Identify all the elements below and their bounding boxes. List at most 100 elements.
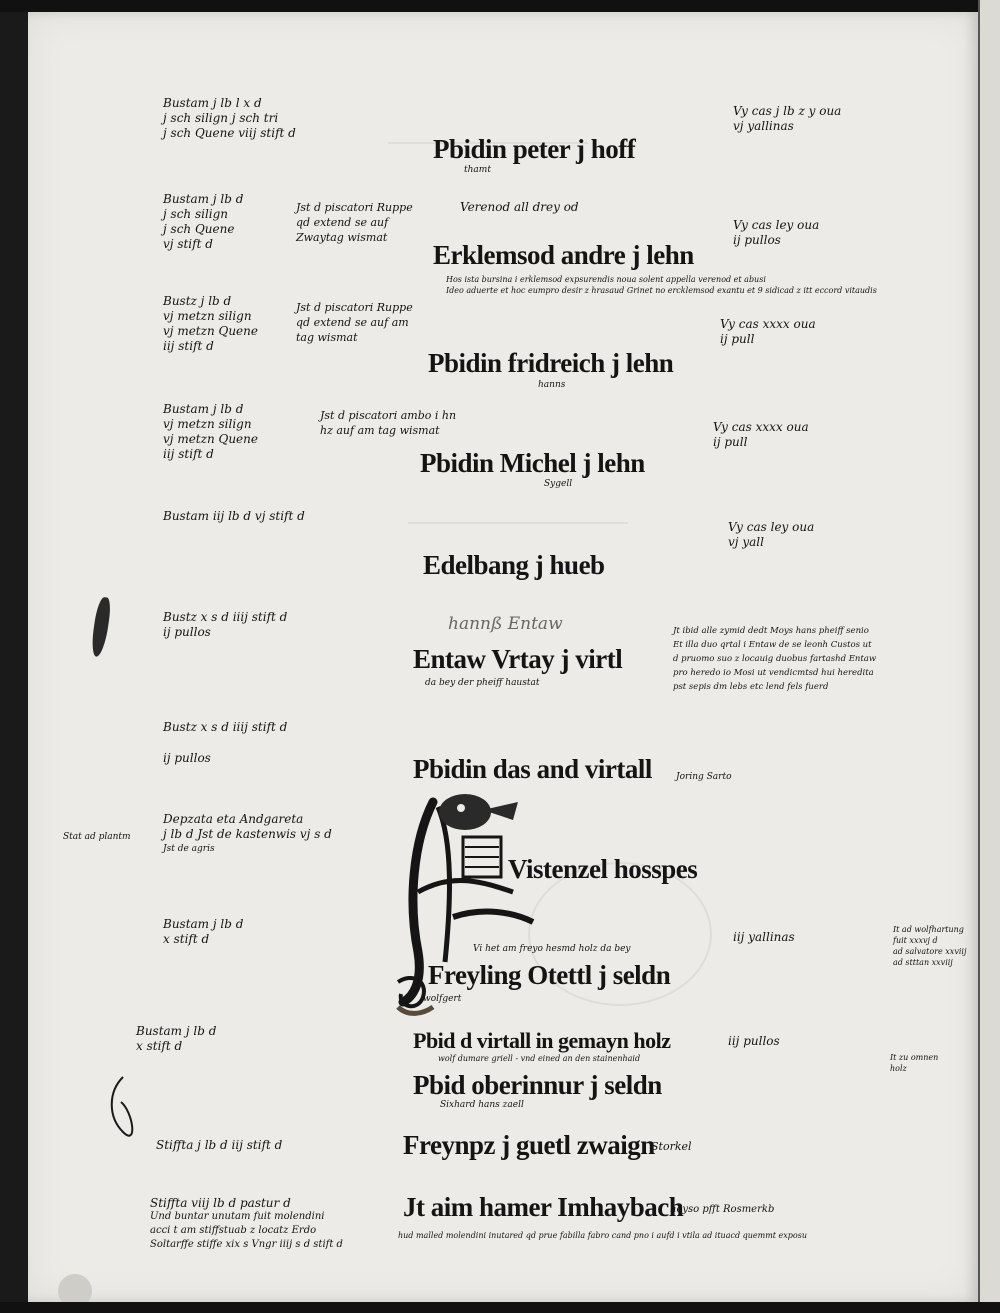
entry-13-left-notes: Stiffta viij lb d pastur d Und buntar un… — [150, 1196, 343, 1252]
entry-7-left-notes: Bustz x s d iiij stift d ij pullos — [163, 720, 287, 766]
entry-6-left-notes: Bustz x s d iiij stift d ij pullos — [163, 610, 287, 640]
entry-12-name: Freynpz j guetl zwaign — [403, 1130, 655, 1160]
note-line: Jst de agris — [163, 844, 215, 854]
entry-4-name: Pbidin Michel j lehn — [420, 448, 645, 478]
note-line: Vy cas ley oua — [728, 520, 815, 534]
entry-8-name: Vistenzel hosspes — [508, 854, 698, 884]
entry-3-right-notes: Vy cas xxxx oua ij pull — [720, 317, 816, 347]
note-line: iij pullos — [728, 1034, 780, 1048]
note-line: x stift d — [136, 1039, 183, 1053]
entry-1-subname: thamt — [464, 165, 491, 175]
entry-7-tail-note: Joring Sarto — [676, 772, 732, 782]
note-line: tag wismat — [296, 331, 358, 344]
scan-top-border — [0, 0, 1000, 12]
entry-5-right-notes: Vy cas ley oua vj yall — [728, 520, 814, 550]
entry-4-right-notes: Vy cas xxxx oua ij pull — [713, 420, 809, 450]
note-line: Bustam j lb l x d — [163, 96, 262, 110]
entry-7-name: Pbidin das and virtall — [413, 754, 652, 784]
entry-3-name: Pbidin fridreich j lehn — [428, 348, 674, 378]
note-line: pst sepis dm lebs etc lend fels fuerd — [673, 682, 829, 692]
note-line: hz auf am tag wismat — [320, 424, 440, 437]
entry-2-middle-notes: Jst d piscatori Ruppe qd extend se auf Z… — [296, 200, 413, 245]
entry-9-far-right-notes: It ad wolfhartung fuit xxxvj d ad salvat… — [893, 924, 966, 968]
note-line: ij pullos — [163, 751, 211, 765]
note-line: Bustam j lb d — [163, 917, 244, 931]
note-line: vj metzn Quene — [163, 432, 258, 446]
entry-2-left-notes: Bustam j lb d j sch silign j sch Quene v… — [163, 192, 243, 252]
note-line: Bustam j lb d — [163, 402, 244, 416]
note-line: Bustz x s d iiij stift d — [163, 610, 288, 624]
entry-2-right-notes: Vy cas ley oua ij pullos — [733, 218, 819, 248]
note-line: pro heredo io Mosi ut vendicmtsd hui her… — [673, 668, 874, 678]
note-line: ad salvatore xxviij — [893, 947, 967, 956]
note-line: j lb d Jst de kastenwis vj s d — [163, 827, 332, 841]
note-line: ij pullos — [733, 233, 781, 247]
entry-5-name: Edelbang j hueb — [423, 550, 605, 580]
decorated-initial — [393, 782, 543, 1026]
entry-2-name: Erklemsod andre j lehn — [433, 240, 694, 270]
ink-stain — [89, 596, 113, 658]
entry-9-name: Freyling Otettl j seldn — [428, 960, 671, 990]
note-line: vj yallinas — [733, 119, 794, 133]
note-line: x stift d — [163, 932, 210, 946]
note-line: Vy cas xxxx oua — [713, 420, 809, 434]
note-line: fuit xxxvj d — [893, 936, 938, 945]
note-line: vj metzn silign — [163, 417, 252, 431]
note-line: vj metzn Quene — [163, 324, 258, 338]
note-line: It zu omnen — [890, 1053, 939, 1062]
entry-8-left-notes: Depzata eta Andgareta j lb d Jst de kast… — [163, 812, 332, 857]
entry-3-left-notes: Bustz j lb d vj metzn silign vj metzn Qu… — [163, 294, 258, 354]
entry-2-above-note: Verenod all drey od — [460, 200, 579, 214]
entry-10-name: Pbid d virtall in gemayn holz — [413, 1028, 671, 1053]
entry-10-right-notes: iij pullos — [728, 1034, 780, 1049]
entry-9-above-note: Vi het am freyo hesmd holz da bey — [473, 944, 631, 954]
note-line: Vy cas ley oua — [733, 218, 820, 232]
bleed-through-mark — [388, 112, 588, 144]
note-line: iij yallinas — [733, 930, 795, 944]
note-line: vj yall — [728, 535, 764, 549]
note-line: Vy cas xxxx oua — [720, 317, 816, 331]
note-line: Vy cas j lb z y oua — [733, 104, 842, 118]
entry-6-subname: da bey der pheiff haustat — [425, 678, 540, 688]
note-line: ij pull — [713, 435, 748, 449]
note-line: Bustam j lb d — [136, 1024, 217, 1038]
note-line: Jst d piscatori Ruppe — [296, 201, 413, 214]
entry-1-left-notes: Bustam j lb l x d j sch silign j sch tri… — [163, 96, 296, 141]
note-line: iij stift d — [163, 447, 214, 461]
note-line: Ideo aduerte et hoc eumpro desir z hrasa… — [446, 286, 877, 295]
entry-1-right-notes: Vy cas j lb z y oua vj yallinas — [733, 104, 841, 134]
note-line: j sch Quene viij stift d — [163, 126, 296, 140]
note-line: Jst d piscatori ambo i hn — [320, 409, 457, 422]
entry-6-above-note: hannß Entaw — [448, 614, 563, 634]
entry-10-subname: wolf dumare griell - vnd eined an den st… — [438, 1054, 641, 1063]
entry-12-tail-note: Storkel — [651, 1140, 692, 1153]
note-line: vj stift d — [163, 237, 213, 251]
entry-2-under-notes: Hos ista bursina i erklemsod expsurendis… — [446, 274, 877, 296]
entry-9-subname: wolfgert — [423, 994, 462, 1004]
note-line: Jt ibid alle zymid dedt Moys hans pheiff… — [673, 626, 869, 636]
note-line: Bustam j lb d — [163, 192, 244, 206]
note-line: hud malled molendini inutared qd prue fa… — [398, 1231, 807, 1240]
entry-5-left-notes: Bustam iij lb d vj stift d — [163, 509, 305, 524]
margin-loop-doodle — [110, 1076, 134, 1137]
note-line: Bustz x s d iiij stift d — [163, 720, 288, 734]
entry-10-left-notes: Bustam j lb d x stift d — [136, 1024, 216, 1054]
decorated-initial-drawing — [396, 794, 535, 1016]
note-line: vj metzn silign — [163, 309, 252, 323]
note-line: Jst d piscatori Ruppe — [296, 301, 413, 314]
entry-4-left-notes: Bustam j lb d vj metzn silign vj metzn Q… — [163, 402, 258, 462]
entry-10-far-right-notes: It zu omnen holz — [890, 1052, 938, 1074]
entry-11-name: Pbid oberinnur j seldn — [413, 1070, 662, 1100]
note-line: ij pull — [720, 332, 755, 346]
entry-11-subname: Sixhard hans zaell — [440, 1100, 524, 1110]
note-line: Zwaytag wismat — [296, 231, 388, 244]
note-line: j sch silign — [163, 207, 229, 221]
note-line: Hos ista bursina i erklemsod expsurendis… — [446, 275, 766, 284]
note-line: Stiffta viij lb d pastur d — [150, 1196, 291, 1210]
entry-3-middle-notes: Jst d piscatori Ruppe qd extend se auf a… — [296, 300, 413, 345]
note-line: iij stift d — [163, 339, 214, 353]
note-line: holz — [890, 1064, 907, 1073]
note-line: qd extend se auf — [296, 216, 389, 229]
manuscript-page: Bustam j lb l x d j sch silign j sch tri… — [28, 12, 981, 1308]
binding-edge — [978, 0, 1000, 1313]
